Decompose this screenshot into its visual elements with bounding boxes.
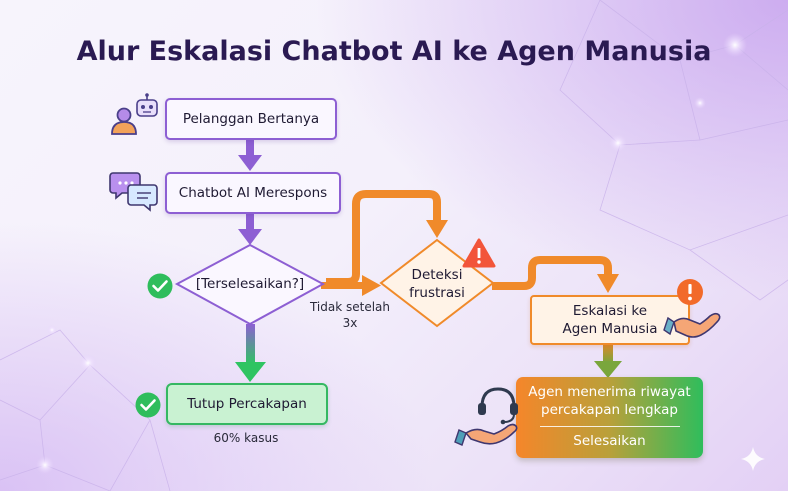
arrow-chatbot-to-decision xyxy=(238,214,262,245)
close-conversation-node: Tutup Percakapan xyxy=(166,383,328,425)
detect-label: Deteksi frustrasi xyxy=(390,264,484,304)
customer-robot-icon xyxy=(111,93,158,135)
agent-line1: Agen menerima riwayat xyxy=(528,384,691,400)
alert-icon xyxy=(677,279,703,305)
agent-receives-text: Agen menerima riwayat percakapan lengkap xyxy=(516,383,703,419)
chatbot-responds-node: Chatbot AI Merespons xyxy=(165,172,341,214)
escalate-line2: Agen Manusia xyxy=(562,321,658,337)
no-after-line2: 3x xyxy=(342,316,358,330)
escalate-line1: Eskalasi ke xyxy=(572,303,648,319)
agent-receives-node: Agen menerima riwayat percakapan lengkap… xyxy=(516,377,703,458)
page-title: Alur Eskalasi Chatbot AI ke Agen Manusia xyxy=(76,36,712,67)
agent-divider xyxy=(540,426,680,427)
customer-asks-label: Pelanggan Bertanya xyxy=(182,111,320,127)
finish-label: Selesaikan xyxy=(573,433,646,449)
arrow-escalate-to-agent xyxy=(594,345,622,378)
handshake-icon xyxy=(663,312,721,338)
check-circle-icon xyxy=(147,273,173,299)
check-circle-icon-2 xyxy=(135,392,161,418)
sparkle-icon xyxy=(741,447,765,471)
decision-text: [Terselesaikan?] xyxy=(195,276,305,292)
decision-label: [Terselesaikan?] xyxy=(180,272,320,296)
arrow-detect-to-escalate xyxy=(492,256,619,293)
warning-icon xyxy=(462,238,496,268)
detect-line1: Deteksi xyxy=(411,267,463,283)
headset-hand-icon xyxy=(454,387,518,446)
detect-line2: frustrasi xyxy=(409,285,465,301)
chatbot-responds-label: Chatbot AI Merespons xyxy=(178,185,328,201)
customer-asks-node: Pelanggan Bertanya xyxy=(165,98,337,140)
agent-line2: percakapan lengkap xyxy=(541,402,678,418)
arrow-loop-to-detect xyxy=(326,190,448,286)
no-after-label: Tidak setelah 3x xyxy=(300,299,400,331)
close-conversation-label: Tutup Percakapan xyxy=(187,396,307,412)
percent-label: 60% kasus xyxy=(213,431,279,445)
chat-bubbles-icon xyxy=(109,172,158,212)
arrow-decision-to-close xyxy=(235,324,266,382)
no-after-line1: Tidak setelah xyxy=(309,300,391,314)
decision-diamond xyxy=(174,243,326,326)
arrow-customer-to-chatbot xyxy=(238,140,262,171)
